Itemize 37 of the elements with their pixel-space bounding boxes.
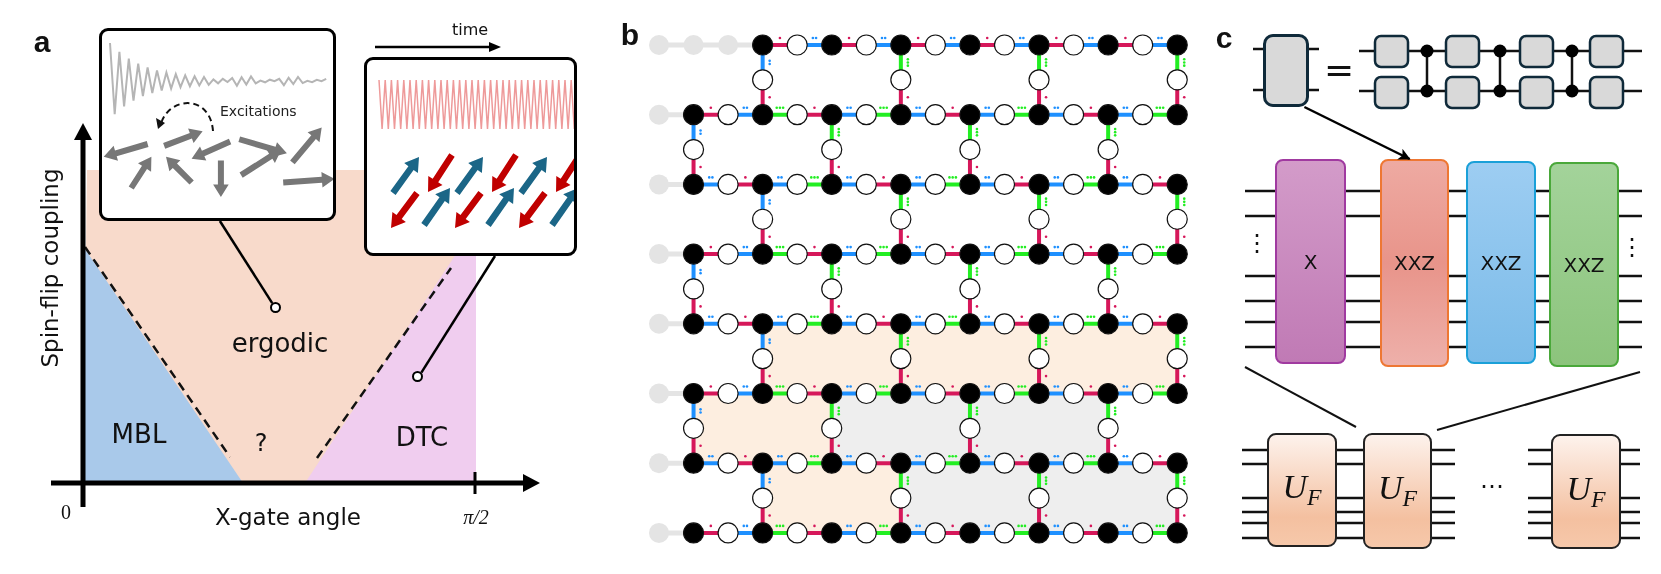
tick-label: π/2 (463, 507, 489, 527)
gate-box (1263, 34, 1309, 107)
gate-label: XXZ (1563, 252, 1605, 277)
leader-end-circle (270, 302, 281, 313)
tick-label: 0 (61, 502, 71, 522)
leader-line (420, 255, 497, 374)
gate-box (1549, 162, 1619, 367)
equals-sign: = (1323, 52, 1355, 88)
arrow (1303, 105, 1411, 161)
gate-label: U$_{F}$ (1282, 468, 1322, 512)
panel-letter: c (1215, 23, 1233, 53)
leader-end-circle (412, 371, 423, 382)
leader-line (218, 220, 274, 304)
gate-label: XXZ (1480, 250, 1522, 275)
panel-letter: b (620, 20, 640, 50)
axis-title: Spin-flip coupling (38, 168, 62, 368)
gate-label: U$_{F}$ (1566, 469, 1606, 514)
gate-label: XXZ (1393, 251, 1436, 275)
ellipsis: ⋮ (1245, 231, 1269, 255)
region-label: ergodic (231, 330, 329, 356)
gate-box (1466, 161, 1536, 364)
ellipsis: ⋮ (1620, 235, 1644, 259)
gate-box (1363, 433, 1432, 549)
time-label: time (451, 22, 489, 38)
axis-title: X-gate angle (215, 505, 361, 529)
panel-letter: a (33, 27, 51, 57)
region-label: MBL (111, 421, 167, 447)
gate-box (1267, 433, 1337, 547)
gate-label: X (1303, 249, 1318, 274)
region-label: DTC (395, 424, 449, 450)
gate-label: U$_{F}$ (1377, 469, 1418, 513)
gate-box (1551, 434, 1621, 549)
ellipsis: ⋯ (1480, 474, 1504, 498)
gate-box (1275, 159, 1346, 364)
inset-caption: Excitations (220, 103, 297, 119)
region-label: ? (254, 431, 268, 455)
gate-box (1380, 159, 1449, 367)
